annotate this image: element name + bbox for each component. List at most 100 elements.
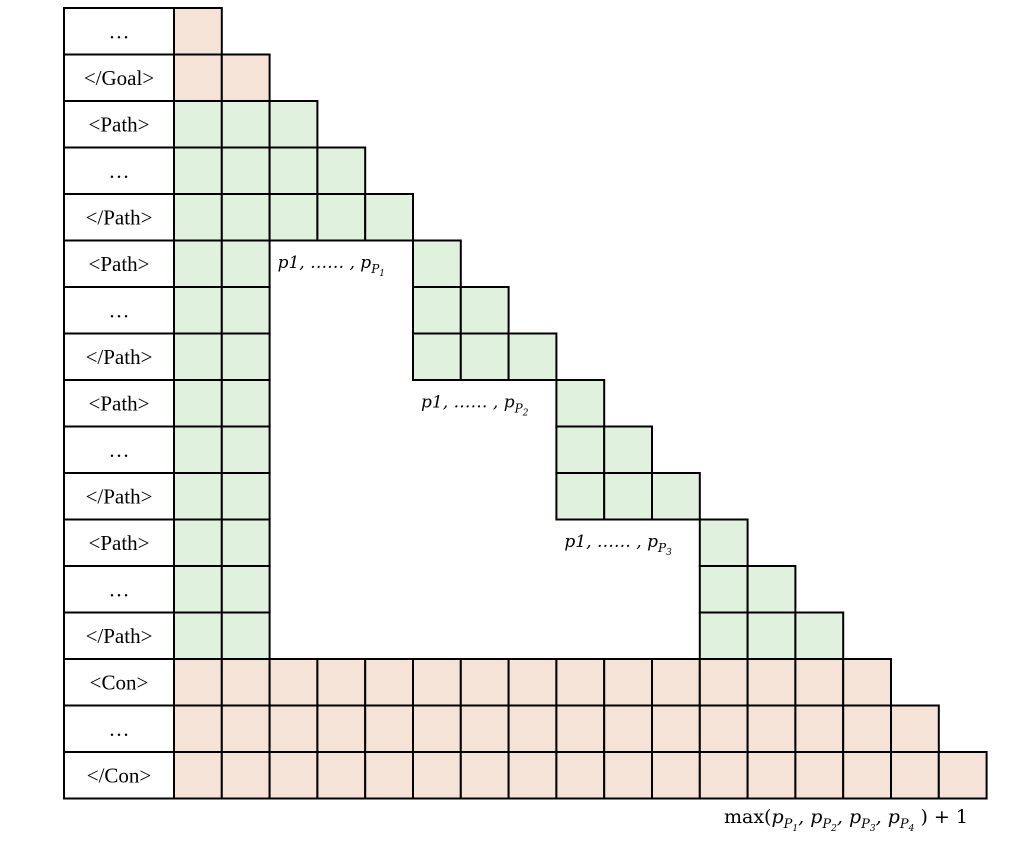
row-label-box [63, 53, 175, 102]
mask-cell [173, 193, 223, 242]
row-label-column: … </Goal> <Path> … </Path> <Path> … </Path> <Pat… [63, 7, 175, 800]
mask-cell [220, 100, 271, 149]
mask-row-con [173, 658, 893, 707]
mask-cell [507, 332, 558, 381]
mask-cell [412, 751, 462, 800]
mask-cell [842, 751, 893, 800]
row-label-box [63, 239, 175, 288]
mask-cell [173, 7, 223, 56]
row-label: </Path> [86, 205, 153, 229]
mask-cell [698, 704, 749, 753]
row-label: … [109, 438, 130, 462]
row-label-box [63, 518, 175, 567]
mask-cell [459, 332, 510, 381]
mask-cell [316, 146, 367, 195]
mask-cell [555, 472, 606, 521]
p-range-1-label: p1, …… , pP1 [278, 253, 385, 279]
mask-row-path [173, 565, 797, 614]
mask-cell [173, 239, 223, 288]
mask-row-con [173, 704, 940, 753]
mask-cell [746, 611, 797, 660]
mask-cell [412, 704, 462, 753]
mask-cell [794, 751, 845, 800]
mask-cell [698, 611, 749, 660]
mask-cell [173, 100, 223, 149]
row-label: … [109, 298, 130, 322]
mask-cell [268, 704, 319, 753]
mask-cell [555, 704, 606, 753]
mask-cell [220, 611, 271, 660]
mask-cell [890, 704, 940, 753]
mask-cell [698, 751, 749, 800]
mask-cell [220, 518, 271, 567]
mask-cell [220, 239, 271, 288]
mask-cell [555, 379, 606, 428]
mask-row-path [173, 239, 462, 288]
mask-row-path [173, 379, 606, 428]
mask-cell [173, 704, 223, 753]
mask-cell [746, 751, 797, 800]
mask-cell [459, 704, 510, 753]
mask-cell [173, 146, 223, 195]
mask-cell [173, 658, 223, 707]
mask-cell [412, 658, 462, 707]
mask-row-path [173, 611, 845, 660]
mask-row-goal [173, 53, 271, 102]
mask-cell [459, 658, 510, 707]
row-label-box [63, 193, 175, 242]
row-label-box [63, 565, 175, 614]
mask-row-path [173, 518, 749, 567]
mask-cell [173, 751, 223, 800]
row-label-box [63, 146, 175, 195]
mask-row-path [173, 286, 510, 335]
mask-cell [173, 379, 223, 428]
row-label: <Path> [88, 252, 149, 276]
mask-cell [459, 751, 510, 800]
row-label: </Path> [86, 624, 153, 648]
mask-cell [173, 425, 223, 474]
mask-cell [220, 193, 271, 242]
mask-cell [220, 751, 271, 800]
mask-cell [507, 704, 558, 753]
mask-cell [507, 751, 558, 800]
row-label-box [63, 611, 175, 660]
row-label: <Path> [88, 112, 149, 136]
mask-cell [746, 704, 797, 753]
row-label: </Con> [87, 763, 152, 787]
mask-cell [173, 53, 223, 102]
mask-cell [316, 704, 367, 753]
mask-cell [842, 658, 893, 707]
mask-cell [220, 658, 271, 707]
mask-row-path [173, 332, 558, 381]
mask-cell [651, 704, 701, 753]
mask-cell [220, 565, 271, 614]
mask-cell [794, 704, 845, 753]
mask-cell [746, 565, 797, 614]
mask-cell [268, 100, 319, 149]
mask-cell [316, 751, 367, 800]
mask-cell [412, 286, 462, 335]
mask-cell [220, 286, 271, 335]
mask-cell [268, 193, 319, 242]
row-label: </Goal> [84, 66, 154, 90]
mask-cell [937, 751, 988, 800]
mask-cell [316, 193, 367, 242]
row-label: <Path> [88, 391, 149, 415]
mask-cell [603, 658, 654, 707]
row-label-box [63, 425, 175, 474]
row-label: … [109, 577, 130, 601]
mask-cell [555, 751, 606, 800]
row-label: … [109, 19, 130, 43]
row-label: … [109, 717, 130, 741]
mask-cell [220, 332, 271, 381]
p-range-3-label: p1, …… , pP3 [564, 532, 672, 558]
mask-cell [794, 658, 845, 707]
row-label: <Path> [88, 531, 149, 555]
mask-cell [220, 425, 271, 474]
cell-layer [173, 7, 988, 800]
row-label: <Con> [90, 670, 149, 694]
mask-cell [459, 286, 510, 335]
mask-cell [173, 472, 223, 521]
